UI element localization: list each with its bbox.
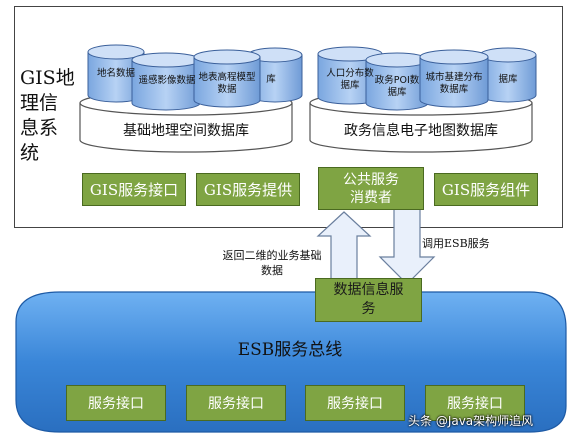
cylinder-label: 地名数据: [96, 68, 135, 79]
cylinder-label: 人口分布数据库: [326, 68, 374, 91]
return-data-text: 返回二维的业务基础数据: [222, 249, 322, 277]
esb-service-interface-box: 服务接口: [186, 385, 286, 421]
gis-service-component-box: GIS服务组件: [434, 173, 538, 206]
cylinder-label: 城市基建分布数据库: [425, 72, 483, 95]
database-label: 政务信息电子地图数据库: [344, 123, 498, 139]
gis-service-provide-box: GIS服务提供: [196, 173, 300, 206]
cylinder-label: 据库: [498, 74, 518, 85]
return-data-label: 返回二维的业务基础数据: [218, 248, 326, 278]
public-service-consumer-box: 公共服务消费者: [318, 167, 424, 210]
database-label: 基础地理空间数据库: [123, 123, 249, 139]
esb-title: ESB服务总线: [237, 340, 343, 360]
esb-service-interface-box: 服务接口: [425, 385, 525, 421]
data-info-service-box: 数据信息服务: [315, 278, 422, 322]
gis-system-title: GIS地理信息系统: [20, 67, 75, 164]
gis-service-interface-box: GIS服务接口: [82, 173, 186, 206]
watermark: 头条 @Java架构师追风: [408, 414, 534, 428]
esb-service-interface-box: 服务接口: [305, 385, 405, 421]
esb-service-interface-box: 服务接口: [66, 385, 166, 421]
cylinder-label: 库: [266, 74, 276, 85]
data-info-service-label: 数据信息服务: [333, 282, 404, 317]
cylinder-label: 地表高程模型数据: [198, 72, 256, 95]
cylinder-label: 政务POI数据库: [374, 75, 420, 98]
call-esb-label: 调用ESB服务: [422, 237, 490, 250]
public-service-consumer-label: 公共服务消费者: [343, 171, 399, 206]
cylinder-label: 遥感影像数据: [138, 75, 196, 86]
